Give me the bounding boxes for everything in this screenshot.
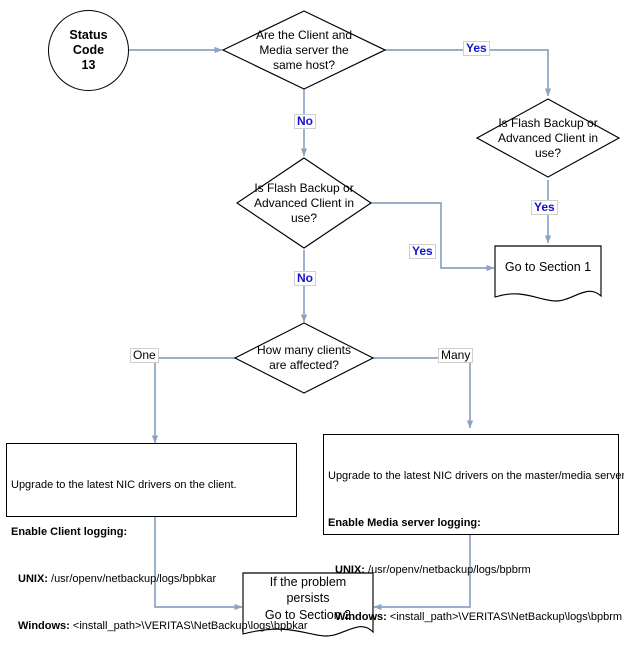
client-box-line4: Windows: <install_path>\VERITAS\NetBacku… — [11, 619, 308, 635]
edge-label-how-many-one: One — [130, 348, 159, 364]
decision-flash-middle-line3: use? — [290, 210, 318, 225]
edge-label-how-many-many: Many — [438, 348, 474, 364]
go-to-section-2-line1: If the problem — [269, 575, 347, 590]
client-box-line4-label: Windows: — [18, 619, 70, 632]
decision-how-many-line1: How many clients — [256, 343, 352, 357]
go-to-section-2-line2: persists — [286, 591, 330, 606]
client-box-line2: Enable Client logging: — [11, 526, 128, 539]
client-box-line3: UNIX: /usr/openv/netbackup/logs/bpbkar — [11, 572, 292, 588]
media-box-line4-label: Windows: — [335, 610, 387, 623]
decision-same-host-line3: same host? — [272, 57, 336, 72]
edge-label-flash-right-yes: Yes — [531, 200, 558, 216]
decision-same-host-line1: Are the Client and — [255, 27, 353, 42]
node-go-to-section-2[interactable]: If the problem persists Go to Section 2 — [243, 573, 373, 636]
node-media-instructions-box[interactable]: Upgrade to the latest NIC drivers on the… — [323, 434, 624, 623]
decision-same-host-line2: Media server the — [259, 42, 349, 57]
status-code-line3: 13 — [81, 58, 96, 73]
edge-label-flash-middle-no: No — [294, 271, 316, 287]
decision-how-many-line2: are affected? — [269, 358, 339, 372]
client-box-line3-value: /usr/openv/netbackup/logs/bpbkar — [47, 572, 217, 585]
node-decision-how-many[interactable]: How many clients are affected? — [235, 323, 373, 393]
node-status-code-13[interactable]: Status Code 13 — [48, 10, 129, 91]
go-to-section-1-label: Go to Section 1 — [504, 260, 592, 275]
decision-flash-right-line2: Advanced Client in — [497, 130, 599, 145]
node-decision-same-host[interactable]: Are the Client and Media server the same… — [223, 11, 385, 89]
media-box-line3-value: /usr/openv/netbackup/logs/bpbrm — [364, 563, 531, 576]
node-decision-flash-right[interactable]: Is Flash Backup or Advanced Client in us… — [477, 99, 619, 177]
status-code-line2: Code — [72, 42, 105, 57]
edge-label-flash-middle-yes: Yes — [409, 244, 436, 260]
decision-flash-middle-line1: Is Flash Backup or — [254, 180, 354, 195]
edge-label-same-host-no: No — [294, 114, 316, 130]
media-box-line3-label: UNIX: — [335, 563, 365, 576]
edge-label-same-host-yes: Yes — [463, 41, 490, 57]
media-box-line4-value: <install_path>\VERITAS\NetBackup\logs\bp… — [386, 610, 623, 623]
status-code-line1: Status — [69, 27, 108, 42]
client-box-line3-label: UNIX: — [18, 572, 48, 585]
client-box-line4-value: <install_path>\VERITAS\NetBackup\logs\bp… — [69, 619, 308, 632]
media-box-line3: UNIX: /usr/openv/netbackup/logs/bpbrm — [328, 563, 614, 579]
media-box-line4: Windows: <install_path>\VERITAS\NetBacku… — [328, 610, 622, 626]
node-decision-flash-middle[interactable]: Is Flash Backup or Advanced Client in us… — [237, 158, 371, 248]
decision-flash-middle-line2: Advanced Client in — [253, 195, 355, 210]
node-go-to-section-1[interactable]: Go to Section 1 — [495, 246, 601, 301]
decision-flash-right-line3: use? — [534, 145, 562, 160]
client-box-line1: Upgrade to the latest NIC drivers on the… — [11, 479, 237, 492]
go-to-section-2-line3: Go to Section 2 — [264, 607, 352, 622]
media-box-line1: Upgrade to the latest NIC drivers on the… — [328, 470, 624, 483]
node-client-instructions-box[interactable]: Upgrade to the latest NIC drivers on the… — [6, 443, 308, 632]
decision-flash-right-line1: Is Flash Backup or — [498, 115, 598, 130]
media-box-line2: Enable Media server logging: — [328, 517, 481, 530]
